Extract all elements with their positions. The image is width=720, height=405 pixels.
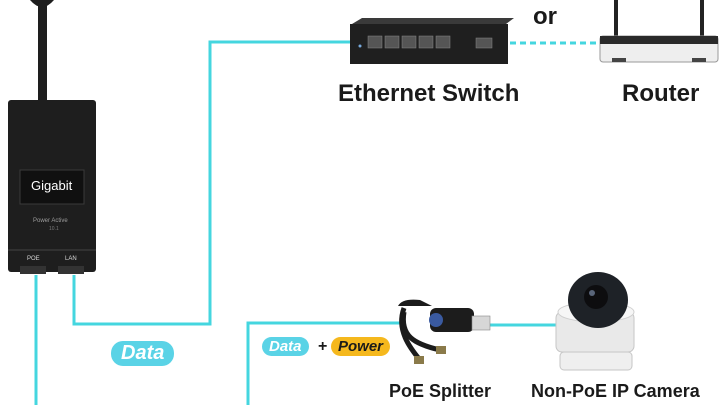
data-link-pill: Data (111, 341, 175, 366)
router-label: Router (622, 80, 700, 107)
camera-label: Non-PoE IP Camera (531, 381, 700, 401)
ethernet-switch-icon (350, 18, 514, 64)
cables (34, 40, 600, 405)
injector-port-lan-label: LAN (65, 256, 77, 262)
injector-brand-label: Gigabit (31, 178, 73, 193)
injector-port-poe-label: POE (27, 256, 40, 262)
plus-sign: + (318, 338, 328, 355)
poe-in-splitter-cable (246, 321, 400, 405)
router-icon (599, 0, 719, 63)
poe-splitter-icon (398, 299, 491, 364)
lan-to-switch-cable (72, 40, 350, 326)
combined-power-pill: Power (331, 337, 391, 356)
splitter-label: PoE Splitter (389, 381, 492, 401)
power-injector-icon (8, 0, 96, 274)
combined-data-pill: Data (262, 337, 309, 356)
dome-camera-icon (555, 272, 635, 371)
or-label: or (533, 3, 557, 30)
injector-status-sub: 10.1 (49, 226, 59, 232)
switch-label: Ethernet Switch (338, 80, 520, 107)
injector-status-label: Power Active (33, 218, 68, 224)
